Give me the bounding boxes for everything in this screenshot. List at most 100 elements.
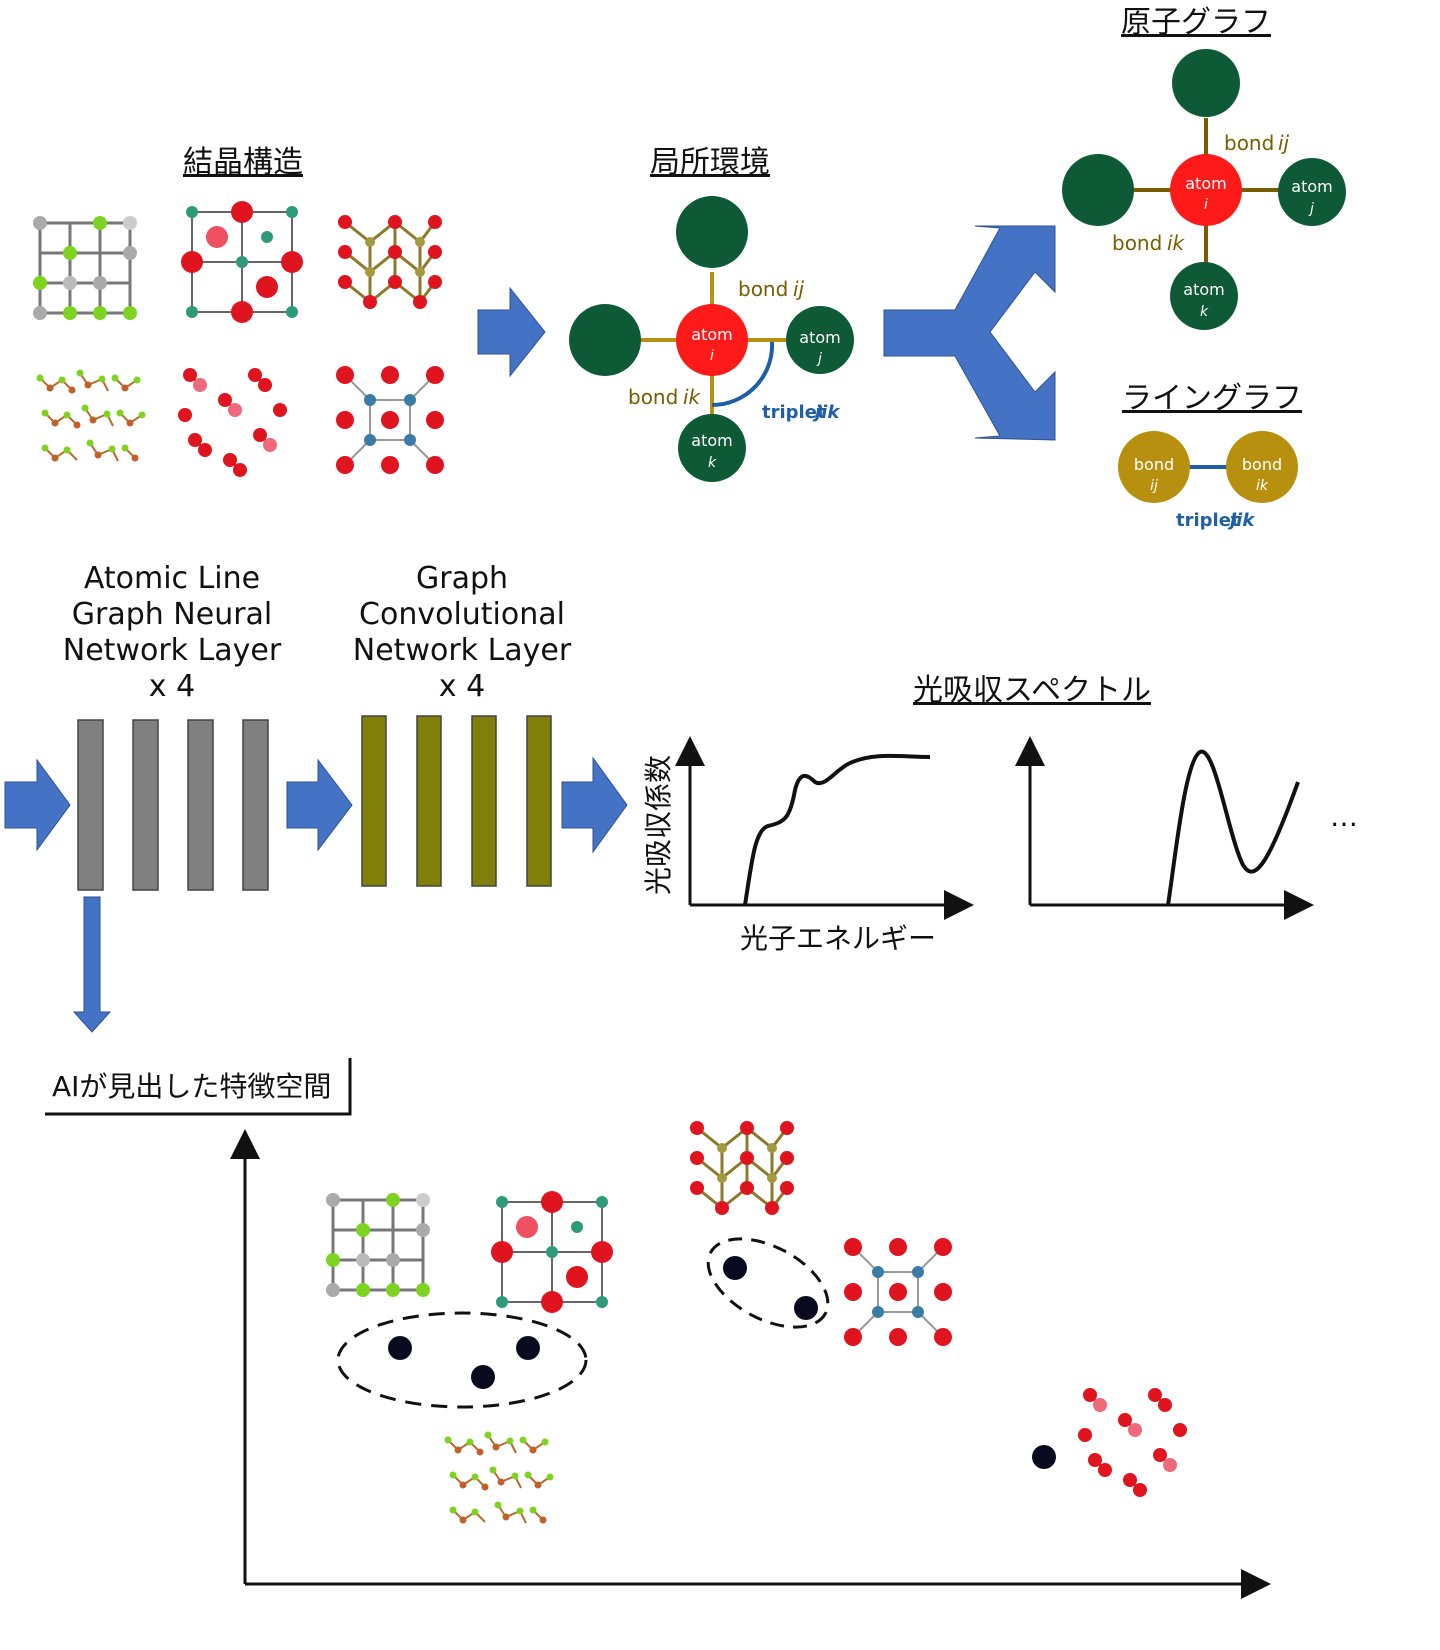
ag-atom-j-sub: j: [1308, 201, 1314, 217]
local-triplet-label: triplet: [762, 402, 826, 423]
lg-node-ik: [1226, 431, 1298, 503]
algnn-layer-4: [242, 719, 269, 891]
local-atom-j-sub: j: [816, 351, 822, 367]
feature-crystal-3: [688, 1119, 796, 1217]
spectrum-heading: 光吸収スペクトル: [913, 673, 1151, 708]
flow-arrow-down: [72, 896, 112, 1033]
line-graph-heading: ライングラフ: [1122, 381, 1302, 416]
local-atom-i-label: atom: [691, 325, 732, 344]
local-bond-ij-label: bond: [738, 277, 788, 301]
feature-point-3: [471, 1365, 495, 1389]
feature-crystal-6: [1077, 1387, 1188, 1498]
crystal-image-4: [35, 368, 147, 463]
gcn-layer-2: [416, 715, 442, 887]
feature-crystal-4: [843, 1237, 953, 1347]
flow-arrow-to-local-env: [477, 286, 546, 378]
ag-bond-ik-label: bond: [1112, 231, 1162, 255]
feature-space-label: AIが見出した特徴空間: [52, 1070, 331, 1103]
spectrum-xlabel: 光子エネルギー: [740, 922, 936, 955]
algnn-title-line2: Graph Neural: [72, 597, 273, 632]
local-triplet-arc: [711, 341, 775, 408]
split-arrow: [883, 225, 1056, 441]
feature-space-label-box: AIが見出した特徴空間: [45, 1058, 352, 1116]
spectrum1-curve: [743, 753, 931, 906]
crystal-image-3: [336, 213, 444, 311]
feature-crystal-5: [443, 1430, 555, 1525]
feature-point-2: [516, 1336, 540, 1360]
spectrum2-curve: [1166, 749, 1300, 906]
gcn-title-line3: Network Layer: [353, 633, 572, 668]
feature-point-4: [723, 1256, 747, 1280]
ag-atom-k: [1170, 262, 1238, 330]
ag-atom-k-label: atom: [1183, 280, 1224, 299]
local-atom-i: [676, 304, 748, 376]
ag-atom-j-label: atom: [1291, 177, 1332, 196]
crystal-image-6: [335, 365, 445, 475]
local-atom-k-label: atom: [691, 431, 732, 450]
gcn-layer-4: [526, 715, 552, 887]
spectrum-plot-2: …: [1015, 736, 1358, 920]
local-atom-i-sub: i: [710, 348, 714, 364]
gcn-layer-3: [471, 715, 497, 887]
local-bond-ik-sub: ik: [683, 385, 702, 409]
feature-point-6: [1032, 1445, 1056, 1469]
feature-point-5: [794, 1296, 818, 1320]
local-environment-heading: 局所環境: [650, 145, 770, 180]
ag-atom-left: [1062, 154, 1134, 226]
local-atom-k: [678, 414, 746, 482]
feature-point-1: [388, 1336, 412, 1360]
lg-node-ij: [1118, 431, 1190, 503]
lg-node-ik-sub: ik: [1256, 478, 1269, 494]
gcn-title-line2: Convolutional: [359, 597, 565, 632]
spectrum-ellipsis: …: [1330, 800, 1358, 833]
local-atom-top: [676, 196, 748, 268]
ag-bond-ij-sub: ij: [1278, 131, 1290, 155]
local-triplet-sub: jik: [812, 402, 840, 423]
ag-bond-ij-label: bond: [1224, 131, 1274, 155]
lg-node-ij-sub: ij: [1150, 478, 1158, 494]
flow-arrow-output: [561, 756, 628, 854]
local-atom-j: [786, 306, 854, 374]
algnn-layer-3: [187, 719, 214, 891]
flow-arrow-middle: [286, 758, 353, 852]
lg-node-ik-label: bond: [1242, 455, 1282, 474]
ag-atom-i-label: atom: [1185, 174, 1226, 193]
spectrum-ylabel: 光吸収係数: [642, 755, 675, 895]
algnn-title-line1: Atomic Line: [84, 561, 260, 596]
local-atom-left: [569, 304, 641, 376]
crystal-structure-heading: 結晶構造: [183, 145, 303, 180]
local-bond-ik-label: bond: [628, 385, 678, 409]
ag-atom-top: [1172, 49, 1240, 117]
local-atom-j-label: atom: [799, 328, 840, 347]
local-atom-k-sub: k: [708, 455, 717, 471]
cluster-ellipse-2: [706, 1237, 830, 1329]
spectrum-plot-1: 光吸収係数 光子エネルギー: [642, 736, 974, 955]
algnn-title-line3: Network Layer: [63, 633, 282, 668]
lg-triplet-sub: jik: [1227, 510, 1255, 531]
flow-arrow-input: [4, 758, 71, 852]
lg-triplet-label: triplet: [1176, 510, 1240, 531]
lg-node-ij-label: bond: [1134, 455, 1174, 474]
atom-graph-heading: 原子グラフ: [1121, 5, 1271, 40]
algnn-count: x 4: [149, 669, 195, 704]
line-graph: bond ij bond ik triplet jik: [1118, 431, 1298, 531]
ag-atom-i: [1170, 154, 1242, 226]
feature-crystal-2: [490, 1190, 614, 1314]
gcn-count: x 4: [439, 669, 485, 704]
crystal-image-1: [31, 214, 139, 322]
gcn-title-line1: Graph: [416, 561, 508, 596]
crystal-image-5: [177, 367, 288, 478]
algnn-layer-2: [132, 719, 159, 891]
feature-crystal-1: [324, 1191, 432, 1299]
atom-graph: atom i atom j atom k bond ij bond ik: [1062, 49, 1346, 330]
ag-atom-k-sub: k: [1200, 304, 1209, 320]
gcn-layer-1: [361, 715, 387, 887]
ag-atom-j: [1278, 158, 1346, 226]
ag-bond-ik-sub: ik: [1167, 231, 1186, 255]
local-env-graph: atom i atom j atom k bond ij bond ik tri…: [569, 196, 854, 482]
local-bond-ij-sub: ij: [793, 277, 805, 301]
crystal-image-2: [180, 200, 304, 324]
cluster-ellipse-1: [336, 1311, 588, 1409]
